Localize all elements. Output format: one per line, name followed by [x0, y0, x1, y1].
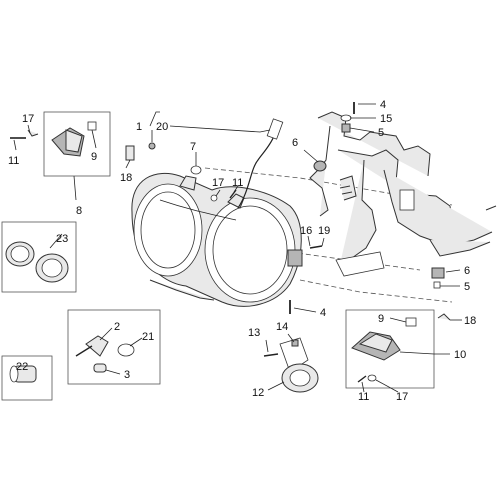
- callout-5-top: 5: [378, 127, 384, 139]
- horn-assembly: [263, 337, 319, 393]
- callout-20: 20: [156, 121, 168, 133]
- callout-5-right: 5: [464, 281, 470, 293]
- callout-18-right: 18: [464, 315, 476, 327]
- callout-7: 7: [190, 141, 196, 153]
- callout-12: 12: [252, 387, 264, 399]
- callout-17-center: 17: [212, 177, 224, 189]
- parts-box-bulbs: [67, 309, 161, 385]
- callout-15: 15: [380, 113, 392, 125]
- callout-9-right: 9: [378, 313, 384, 325]
- callout-4-top: 4: [380, 99, 386, 111]
- callout-19: 19: [318, 225, 330, 237]
- callout-14: 14: [276, 321, 288, 333]
- callout-11-center: 11: [232, 177, 243, 189]
- callout-23: 23: [56, 233, 68, 245]
- callout-10: 10: [454, 349, 466, 361]
- callout-6-top: 6: [292, 137, 298, 149]
- callout-1: 1: [136, 121, 142, 133]
- parts-box-22: [1, 355, 53, 401]
- headlight-assembly: [131, 172, 303, 307]
- center-hardware: [148, 102, 445, 314]
- callout-11-bottom: 11: [358, 391, 369, 403]
- callout-17-bottom: 17: [396, 391, 408, 403]
- callout-22: 22: [16, 361, 28, 373]
- parts-box-8: [10, 111, 135, 177]
- callout-21: 21: [142, 331, 154, 343]
- wiring-harness: [237, 118, 284, 209]
- callout-2: 2: [114, 321, 120, 333]
- headlight-support-frame: [309, 111, 497, 277]
- callout-8: 8: [76, 205, 82, 217]
- callout-6-right: 6: [464, 265, 470, 277]
- callout-17-top-left: 17: [22, 113, 34, 125]
- parts-box-10: [345, 309, 451, 389]
- callout-18-top: 18: [120, 172, 132, 184]
- callout-16: 16: [300, 225, 312, 237]
- callout-13: 13: [248, 327, 260, 339]
- callout-labels: 1 20 17 11 9 18 8 7 17 11 6 4 15 5 16 19…: [8, 99, 476, 403]
- leader-lines: [13, 103, 462, 393]
- callout-11-top-left: 11: [8, 155, 19, 167]
- callout-9-top-left: 9: [91, 151, 97, 163]
- callout-3: 3: [124, 369, 130, 381]
- callout-4-center: 4: [320, 307, 326, 319]
- parts-box-23: [1, 221, 77, 293]
